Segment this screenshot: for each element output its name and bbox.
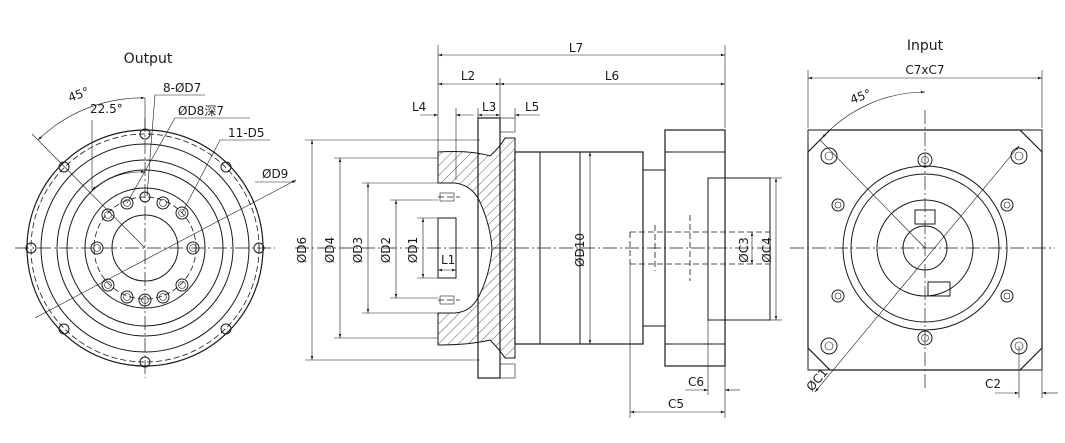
- output-threaded-holes: [90, 191, 200, 307]
- output-shaft-bore: [437, 217, 457, 279]
- label-d4: ØD4: [323, 237, 337, 263]
- leader-11-d5: [181, 139, 270, 214]
- label-11-d5: 11-D5: [228, 126, 264, 140]
- label-d10: ØD10: [573, 233, 587, 267]
- label-l4: L4: [412, 100, 426, 114]
- label-l3: L3: [482, 100, 496, 114]
- tapped-hole-top: [439, 192, 455, 202]
- angle-45-arc: [37, 96, 146, 141]
- output-title: Output: [124, 51, 173, 67]
- side-view: ØD6 ØD4 ØD3 ØD2 ØD1 L1 L7 L2 L6 L4: [295, 41, 782, 418]
- label-d6: ØD6: [295, 237, 309, 263]
- label-c2: C2: [985, 377, 1001, 391]
- label-l1: L1: [441, 253, 455, 267]
- input-title: Input: [907, 38, 944, 54]
- label-d2: ØD2: [379, 237, 393, 263]
- label-c6: C6: [688, 375, 704, 389]
- label-l5: L5: [525, 100, 539, 114]
- dim-c1-line: [814, 145, 1020, 393]
- label-c7: C7xC7: [905, 63, 944, 77]
- input-flange: [664, 129, 726, 367]
- angle-45-label: 45°: [66, 84, 91, 104]
- angle-22-5-arc: [91, 170, 146, 191]
- output-step-circle: [56, 159, 234, 337]
- label-d8-depth: ØD8深7: [178, 104, 224, 118]
- input-angle-45-label: 45°: [848, 86, 873, 106]
- angle-22-5-label: 22.5°: [90, 102, 123, 116]
- angle-45-ray: [31, 133, 146, 249]
- label-l2: L2: [461, 69, 475, 83]
- output-view: Output: [15, 51, 297, 378]
- tapped-hole-bottom: [439, 295, 455, 305]
- label-8-d7: 8-ØD7: [163, 81, 201, 95]
- output-flange-section: [437, 137, 516, 359]
- input-corner-holes: [820, 147, 1028, 355]
- leader-d8: [126, 117, 250, 204]
- input-angle-45-arc: [821, 90, 926, 139]
- label-l6: L6: [605, 69, 619, 83]
- label-c4: ØC4: [760, 237, 774, 262]
- label-c5: C5: [668, 397, 684, 411]
- label-l7: L7: [569, 41, 583, 55]
- input-pilot: [707, 177, 771, 321]
- input-view: Input C7xC7: [790, 38, 1058, 398]
- label-c3: ØC3: [737, 237, 751, 262]
- leader-d9: [34, 179, 297, 319]
- output-flange-plate: [477, 117, 501, 379]
- label-d3: ØD3: [351, 237, 365, 263]
- label-d1: ØD1: [406, 237, 420, 263]
- label-d9: ØD9: [262, 167, 288, 181]
